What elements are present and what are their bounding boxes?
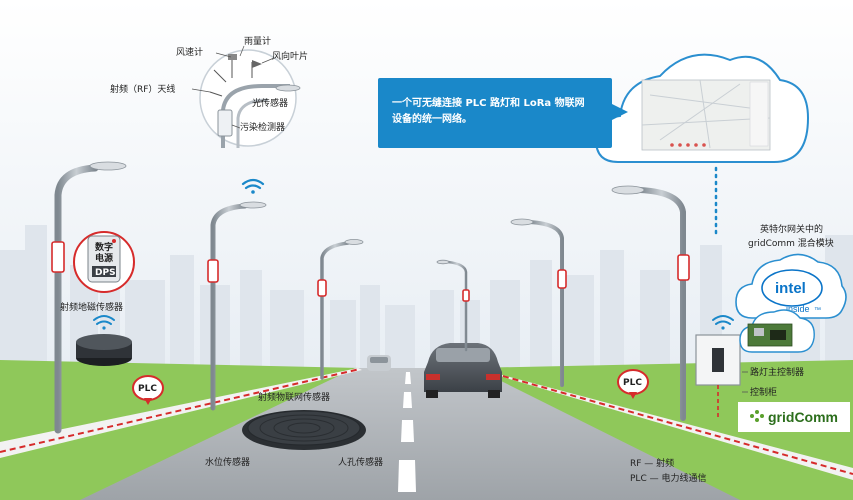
manhole-sensor-label: 人孔传感器 [338,456,383,468]
intel-inside-cloud [735,253,847,319]
left-curb [0,368,362,458]
lamp-pole-center-left [446,260,468,352]
gridcomm-logo-text: gridComm [768,409,838,425]
lamp-pole-left-1 [54,164,99,434]
dps-label: DPS [95,268,116,278]
manhole-cover [242,410,366,450]
water-level-sensor-label: 水位传感器 [205,456,250,468]
rf-ground-sensor-label: 射频地磁传感器 [60,301,123,313]
pole-modules [51,241,690,302]
map-screenshot [641,79,771,151]
dps-line1: 数字 [95,241,113,253]
lamp-pole-left-3 [320,241,350,380]
legend-plc: PLC — 电力线通信 [630,472,706,484]
street-lamps [54,164,686,434]
control-cabinet-label: 控制柜 [750,386,777,398]
control-cabinet [695,334,741,420]
wind-vane-label: 风向叶片 [272,50,308,62]
rf-ground-sensor-device [76,334,132,366]
wind-speed-label: 风速计 [176,46,203,58]
lamp-pole-right-2 [528,220,564,387]
plc-left-label: PLC [138,384,157,394]
gateway-board-cloud [739,309,815,353]
callout-box [378,78,628,148]
wifi-icon [712,315,734,330]
car-small [367,355,391,371]
callout-line1: 一个可无缝连接 PLC 路灯和 LoRa 物联网 [392,96,585,109]
intel-logo-inside: inside [786,304,810,314]
pollution-sensor-label: 污染检测器 [240,121,285,133]
car-main [424,343,502,398]
callout-line2: 设备的统一网络。 [392,112,472,125]
plc-right-label: PLC [623,378,642,388]
sensor-head-illustration [191,45,301,148]
plc-pin-left [132,375,164,405]
intel-logo-word: intel [775,280,806,297]
gateway-line1: 英特尔网关中的 [760,223,823,235]
wifi-icon [241,178,265,194]
dps-line2: 电源 [95,252,113,264]
grass-left [0,360,360,500]
cloud-dashboard [594,53,810,163]
plc-pin-right [617,369,649,399]
rf-antenna-label: 射频（RF）天线 [110,83,175,95]
gridcomm-logo [738,402,850,432]
legend-rf: RF — 射频 [630,457,674,469]
lamp-pole-left-2 [210,203,248,411]
rf-iot-sensor-label: 射频物联网传感器 [258,391,330,403]
right-curb [472,368,853,480]
intel-logo-tm: ™ [814,307,821,314]
wifi-icon [93,315,115,330]
gateway-line2: gridComm 混合模块 [748,237,834,249]
lane-markings [398,372,416,492]
rain-gauge-label: 雨量计 [244,35,271,47]
lamp-heads [89,161,645,265]
streetlight-controller-label: 路灯主控制器 [750,366,804,378]
dps-power-module [73,231,135,293]
light-sensor-label: 光传感器 [252,97,288,109]
lamp-pole-right-1 [637,187,686,421]
